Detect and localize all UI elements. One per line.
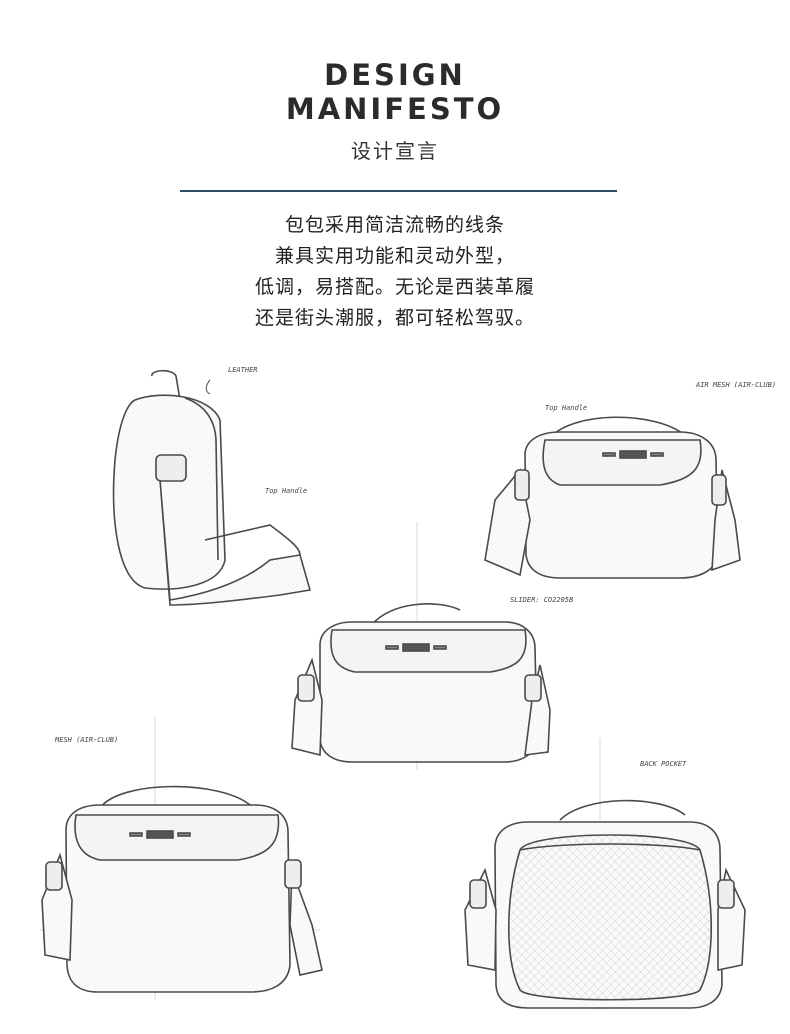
note-top-handle-right: Top Handle bbox=[545, 404, 587, 412]
bag-bottom-right bbox=[464, 799, 746, 1009]
bag-center bbox=[291, 603, 551, 763]
title-line-2: MANIFESTO bbox=[285, 92, 505, 126]
note-air-mesh: AIR MESH (AIR-CLUB) bbox=[695, 381, 776, 389]
description-line-4: 还是街头潮服，都可轻松驾驭。 bbox=[254, 307, 535, 329]
note-side-handle: Top Handle bbox=[265, 487, 307, 495]
title-line-1: DESIGN bbox=[324, 58, 466, 92]
header: DESIGN MANIFESTO 设计宣言 bbox=[0, 58, 790, 164]
note-slider: SLIDER: CO2205B bbox=[510, 596, 573, 604]
note-mesh-bottom-left: MESH (AIR-CLUB) bbox=[54, 736, 118, 744]
description-line-2: 兼具实用功能和灵动外型， bbox=[274, 245, 515, 267]
bag-bottom-left bbox=[41, 785, 323, 993]
bag-sketch-illustration: LEATHER Top Handle Top Handle AIR MESH (… bbox=[40, 366, 776, 1010]
description-line-3: 低调，易搭配。无论是西装革履 bbox=[254, 276, 535, 298]
description-line-1: 包包采用简洁流畅的线条 bbox=[284, 214, 505, 236]
note-back-pocket: BACK POCKET bbox=[640, 760, 687, 768]
description: 包包采用简洁流畅的线条 兼具实用功能和灵动外型， 低调，易搭配。无论是西装革履 … bbox=[0, 210, 790, 334]
divider-rule bbox=[180, 190, 617, 192]
subtitle: 设计宣言 bbox=[351, 139, 439, 163]
note-leather: LEATHER bbox=[228, 366, 258, 374]
bag-top-right bbox=[484, 416, 741, 579]
bag-side-view bbox=[112, 369, 312, 606]
